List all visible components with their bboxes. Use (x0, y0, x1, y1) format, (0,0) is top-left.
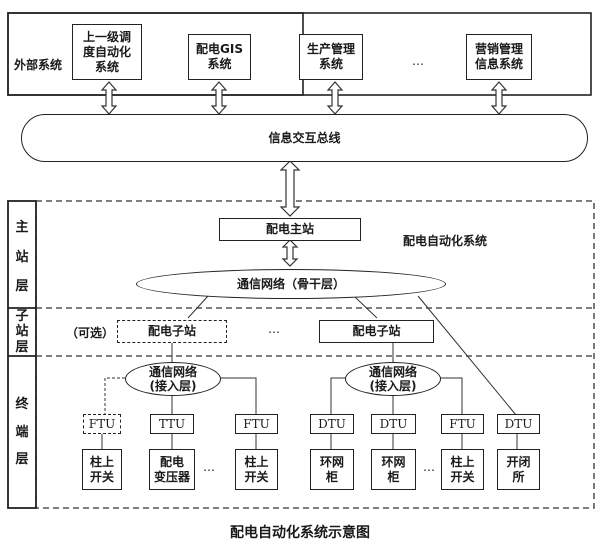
terminal-unit-2: TTU (150, 414, 194, 434)
external-system-marketing: 营销管理 信息系统 (466, 34, 532, 80)
line: 系统 (94, 59, 119, 74)
line: 开关 (244, 469, 269, 484)
double-arrow-2 (210, 81, 228, 115)
external-system-production: 生产管理 系统 (299, 34, 363, 80)
master-station: 配电主站 (219, 218, 361, 241)
line: 变压器 (153, 469, 190, 484)
char: 终 (15, 397, 29, 413)
layer-label-master: 主 站 层 (8, 206, 36, 304)
backbone-label: 通信网络（骨干层） (236, 277, 345, 291)
line: 通信网络 (368, 365, 417, 379)
terminal-unit-5: DTU (371, 414, 416, 434)
optional-label: （可选） (66, 326, 115, 340)
terminal-unit-4: DTU (310, 414, 354, 434)
info-exchange-bus: 信息交互总线 (21, 114, 588, 162)
device-1: 柱上开关 (82, 449, 122, 490)
line: 开关 (450, 469, 475, 484)
line: 所 (512, 469, 525, 484)
line: 柱上 (89, 454, 114, 469)
char: 子 (15, 308, 29, 324)
access-network-1: 通信网络 (接入层) (125, 362, 221, 396)
line: 系统 (207, 57, 232, 71)
line: 系统 (318, 57, 343, 71)
device-4: 环网柜 (310, 449, 354, 490)
line: 环网 (319, 454, 344, 469)
device-6: 柱上开关 (441, 449, 484, 490)
external-system-gis: 配电GIS 系统 (188, 34, 251, 80)
line: 信息系统 (474, 57, 523, 71)
layer-label-substation: 子 站 层 (8, 308, 36, 356)
terminal-unit-3: FTU (235, 414, 278, 434)
device-3: 柱上开关 (235, 449, 278, 490)
terminal-unit-1: FTU (83, 414, 121, 434)
line: 开闭 (506, 454, 531, 469)
double-arrow-1 (100, 81, 118, 115)
line: 配电GIS (196, 42, 243, 56)
char: 层 (15, 278, 29, 294)
external-frame-left (7, 12, 304, 96)
char: 层 (15, 339, 29, 355)
bus-label: 信息交互总线 (268, 130, 341, 145)
access-network-2: 通信网络 (接入层) (345, 362, 441, 396)
char: 站 (15, 249, 29, 265)
link-backbone-sub2 (354, 296, 378, 319)
line: 环网 (381, 454, 406, 469)
external-system-upper-dispatch: 上一级调 度自动化 系统 (72, 24, 142, 80)
double-arrow-master-backbone (281, 239, 299, 267)
char: 主 (15, 220, 29, 236)
line: 开关 (89, 469, 114, 484)
line: 柜 (387, 469, 400, 484)
master-station-label: 配电主站 (265, 222, 314, 236)
char: 站 (15, 324, 29, 339)
line: 营销管理 (474, 42, 523, 56)
das-frame (35, 200, 595, 509)
substation-label: 配电子站 (147, 324, 196, 338)
line: 柜 (325, 469, 338, 484)
terminal-unit-7: DTU (497, 414, 540, 434)
layer-label-column (7, 200, 37, 509)
line: 配电 (159, 454, 184, 469)
substation-2: 配电子站 (319, 320, 434, 343)
substation-1: 配电子站 (117, 320, 227, 343)
external-systems-label: 外部系统 (14, 58, 63, 72)
substation-label: 配电子站 (352, 324, 401, 338)
line: 通信网络 (148, 365, 197, 379)
line: 柱上 (450, 454, 475, 469)
char: 层 (15, 451, 29, 467)
backbone-network: 通信网络（骨干层） (136, 269, 446, 299)
link-backbone-sub1 (187, 295, 209, 319)
device-2: 配电变压器 (149, 449, 195, 490)
terminal-unit-6: FTU (441, 414, 484, 434)
external-systems-frame (7, 12, 592, 96)
double-arrow-4 (490, 81, 508, 115)
device-5: 环网柜 (371, 449, 416, 490)
line: 度自动化 (82, 44, 131, 59)
das-system-label: 配电自动化系统 (403, 234, 488, 248)
external-ellipsis: … (412, 54, 424, 68)
line: 柱上 (244, 454, 269, 469)
figure-caption: 配电自动化系统示意图 (230, 525, 370, 541)
line: (接入层) (369, 379, 417, 393)
line: (接入层) (149, 379, 197, 393)
line: 上一级调 (82, 29, 131, 44)
link-backbone-dtu (417, 295, 517, 416)
line: 生产管理 (306, 42, 355, 56)
double-arrow-bus-master (279, 160, 301, 217)
layer-label-terminal: 终 端 层 (8, 385, 36, 475)
terminal-ellipsis-1: … (203, 460, 215, 474)
double-arrow-3 (326, 81, 344, 115)
device-7: 开闭所 (497, 449, 540, 490)
substation-ellipsis: … (268, 322, 280, 336)
terminal-ellipsis-2: … (423, 460, 435, 474)
char: 端 (15, 424, 29, 440)
